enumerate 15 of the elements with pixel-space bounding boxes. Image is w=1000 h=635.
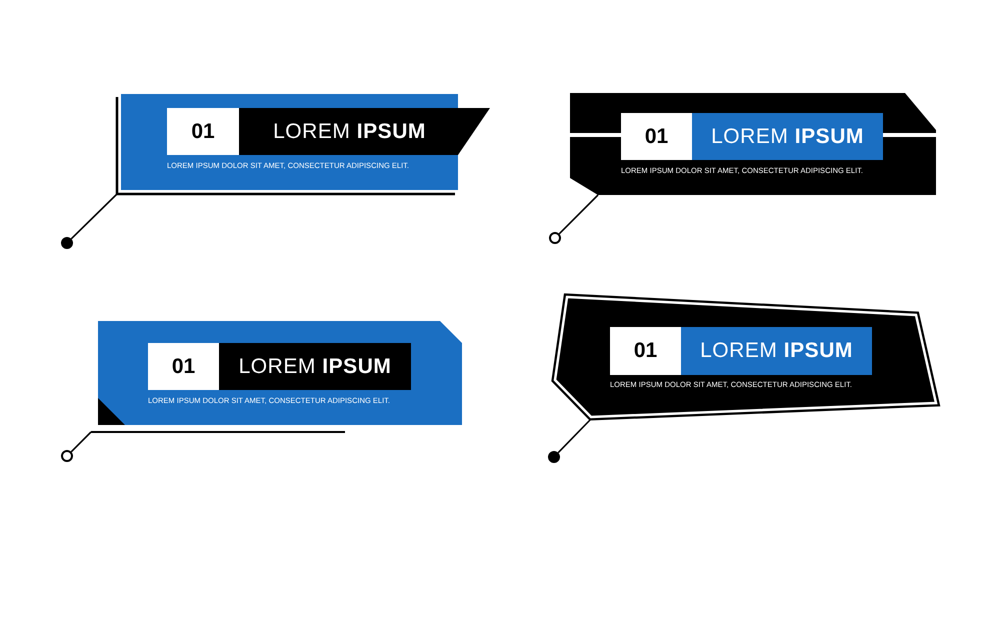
leader-line <box>558 419 591 454</box>
number-tab: 01 <box>610 327 681 375</box>
callout-panel <box>570 93 936 196</box>
number-tab: 01 <box>621 113 692 160</box>
title-banner: LOREM IPSUM <box>239 108 490 155</box>
title-banner: LOREM IPSUM <box>692 113 883 160</box>
leader-line <box>558 194 599 234</box>
number-tab: 01 <box>167 108 239 155</box>
title-banner: LOREM IPSUM <box>219 343 411 390</box>
callout-panel <box>90 321 463 434</box>
leader-line <box>70 431 92 452</box>
title-banner: LOREM IPSUM <box>681 327 872 375</box>
callout-panel <box>550 293 942 423</box>
leader-line <box>70 193 118 240</box>
number-tab: 01 <box>148 343 219 390</box>
